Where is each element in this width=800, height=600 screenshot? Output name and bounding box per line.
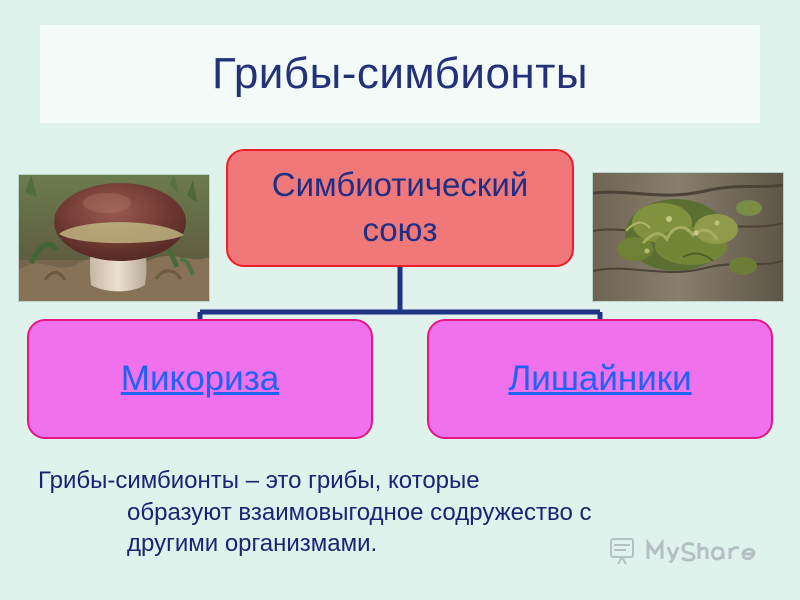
symbiotic-union-label: Симбиотический союз [272, 163, 528, 252]
description-text: Грибы-симбионты – это грибы, которые обр… [38, 465, 758, 560]
lichen-photo [592, 172, 784, 302]
mushroom-photo [18, 174, 210, 302]
description-line-2: образуют взаимовыгодное содружество с [127, 498, 592, 526]
page-title: Грибы-симбионты [211, 49, 589, 98]
mycorrhiza-node: Микориза [27, 319, 373, 439]
watermark-wordmark-icon [646, 539, 756, 563]
mushroom-photo-icon [19, 175, 209, 301]
watermark-logo [608, 536, 764, 566]
symbiotic-union-line-1: Симбиотический [271, 166, 529, 204]
symbiotic-union-line-2: союз [362, 211, 438, 248]
title-band: Грибы-симбионты [40, 25, 760, 123]
symbiotic-union-node: Симбиотический союз [226, 149, 574, 267]
lichens-node: Лишайники [427, 319, 773, 439]
description-line-1: Грибы-симбионты – это грибы, которые [38, 467, 480, 494]
lichen-photo-icon [593, 173, 783, 301]
description-line-3: другими организмами. [127, 530, 378, 558]
lichens-link[interactable]: Лишайники [508, 359, 692, 398]
presentation-board-icon [610, 538, 634, 565]
mycorrhiza-link[interactable]: Микориза [120, 359, 280, 398]
